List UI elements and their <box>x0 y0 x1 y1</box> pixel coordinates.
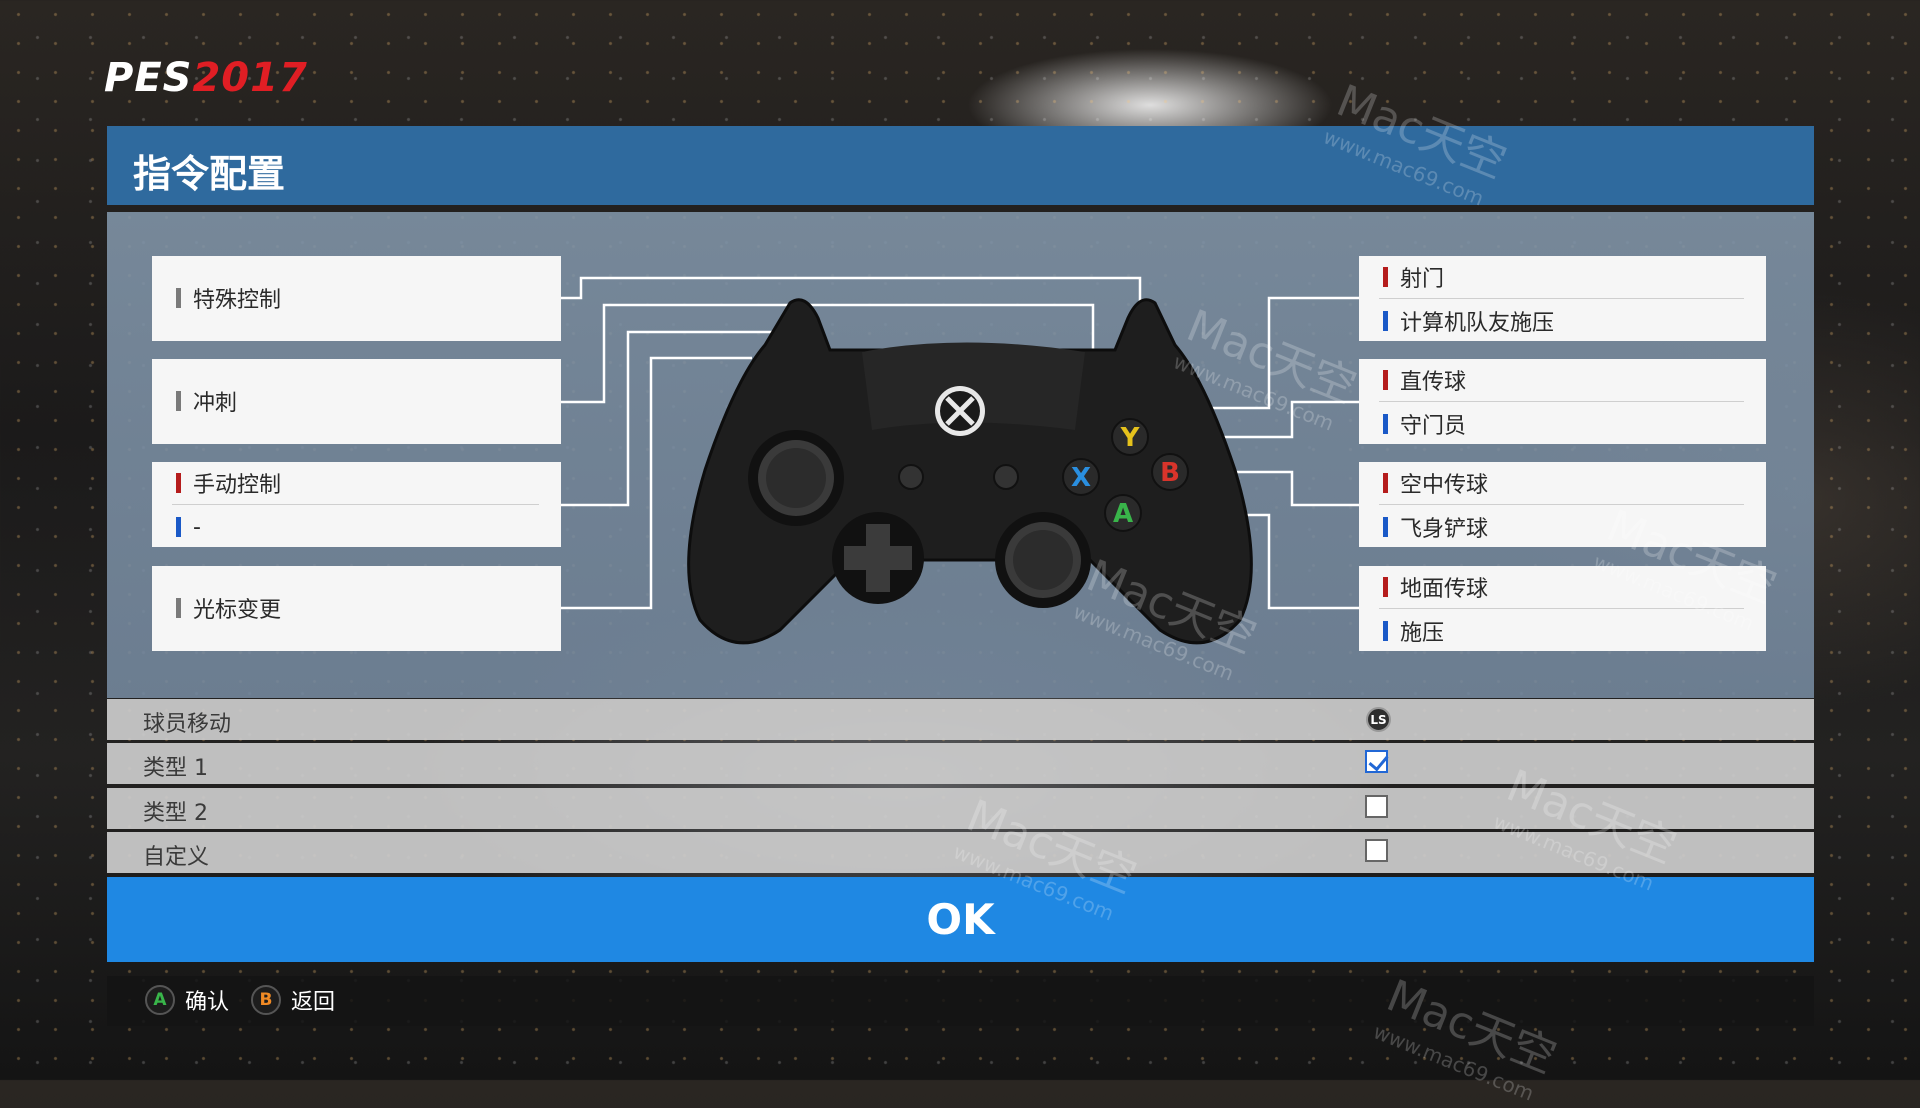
y-button-label: Y <box>1120 423 1141 453</box>
marker-gray <box>176 598 181 618</box>
label-row: 直传球 <box>1383 365 1466 395</box>
marker-red <box>1383 267 1388 287</box>
settings-row-type-2[interactable]: 类型 2 <box>107 788 1814 829</box>
label-row: - <box>176 512 201 542</box>
title-bar: 指令配置 <box>107 126 1814 205</box>
ok-button[interactable]: OK <box>107 877 1814 962</box>
label-row: 射门 <box>1383 262 1444 292</box>
label-text: 计算机队友施压 <box>1400 311 1555 336</box>
marker-blue <box>176 517 181 537</box>
label-row: 特殊控制 <box>176 283 281 313</box>
marker-blue <box>1383 311 1388 331</box>
label-row: 飞身铲球 <box>1383 512 1488 542</box>
marker-blue <box>1383 517 1388 537</box>
divider <box>1379 401 1744 402</box>
left-stick-icon: LS <box>1366 707 1391 732</box>
marker-blue <box>1383 621 1388 641</box>
label-text: 光标变更 <box>193 598 282 623</box>
page-title: 指令配置 <box>133 152 286 196</box>
button-hints-bar: A 确认 B 返回 <box>107 976 1814 1026</box>
logo-text-year: 2017 <box>192 55 308 101</box>
label-row: 冲刺 <box>176 386 237 416</box>
label-row: 施压 <box>1383 616 1444 646</box>
label-text: - <box>193 514 201 540</box>
right-box-shoot: 射门 计算机队友施压 <box>1359 256 1766 341</box>
gamepad-icon <box>687 298 1253 645</box>
label-row: 地面传球 <box>1383 572 1488 602</box>
label-text: 守门员 <box>1400 414 1467 439</box>
right-box-ground-pass: 地面传球 施压 <box>1359 566 1766 651</box>
b-button-label: B <box>1160 458 1180 488</box>
left-box-sprint: 冲刺 <box>152 359 561 444</box>
logo-text-pes: PES <box>104 55 193 101</box>
right-box-lofted-pass: 空中传球 飞身铲球 <box>1359 462 1766 547</box>
player-move-label: 球员移动 <box>143 712 232 737</box>
x-button-label: X <box>1071 463 1091 493</box>
settings-row-custom[interactable]: 自定义 <box>107 832 1814 873</box>
label-text: 冲刺 <box>193 391 238 416</box>
a-button-label: A <box>1113 499 1133 529</box>
controller-diagram: Y X B A <box>687 298 1253 645</box>
option-label: 类型 1 <box>143 756 208 781</box>
label-text: 直传球 <box>1400 370 1467 395</box>
marker-red <box>1383 370 1388 390</box>
right-box-through-pass: 直传球 守门员 <box>1359 359 1766 444</box>
b-button-icon <box>1151 453 1189 491</box>
settings-row-type-1[interactable]: 类型 1 <box>107 743 1814 784</box>
a-button-icon: A <box>145 985 175 1015</box>
custom-checkbox[interactable] <box>1365 839 1388 862</box>
left-box-manual-control: 手动控制 - <box>152 462 561 547</box>
label-row: 计算机队友施压 <box>1383 306 1554 336</box>
divider <box>172 504 539 505</box>
label-text: 特殊控制 <box>193 288 282 313</box>
type-1-checkbox[interactable] <box>1365 750 1388 773</box>
label-row: 手动控制 <box>176 468 281 498</box>
a-button-icon <box>1104 494 1142 532</box>
label-row: 守门员 <box>1383 409 1466 439</box>
label-text: 空中传球 <box>1400 473 1489 498</box>
marker-blue <box>1383 414 1388 434</box>
x-button-icon <box>1062 458 1100 496</box>
label-text: 地面传球 <box>1400 577 1489 602</box>
back-label: 返回 <box>291 990 336 1015</box>
divider <box>1379 608 1744 609</box>
label-row: 空中传球 <box>1383 468 1488 498</box>
confirm-label: 确认 <box>185 990 230 1015</box>
left-box-cursor-change: 光标变更 <box>152 566 561 651</box>
marker-gray <box>176 288 181 308</box>
marker-gray <box>176 391 181 411</box>
option-label: 类型 2 <box>143 801 208 826</box>
divider <box>1379 504 1744 505</box>
label-row: 光标变更 <box>176 593 281 623</box>
option-label: 自定义 <box>143 845 210 870</box>
marker-red <box>176 473 181 493</box>
divider <box>1379 298 1744 299</box>
marker-red <box>1383 473 1388 493</box>
marker-red <box>1383 577 1388 597</box>
label-text: 施压 <box>1400 621 1445 646</box>
confirm-hint[interactable]: A 确认 <box>145 984 229 1016</box>
type-2-checkbox[interactable] <box>1365 795 1388 818</box>
settings-row-player-move: 球员移动 LS <box>107 699 1814 740</box>
label-text: 射门 <box>1400 267 1445 292</box>
b-button-icon: B <box>251 985 281 1015</box>
face-buttons: Y X B A <box>1062 418 1189 532</box>
label-text: 手动控制 <box>193 473 282 498</box>
back-hint[interactable]: B 返回 <box>251 984 335 1016</box>
left-box-special-control: 特殊控制 <box>152 256 561 341</box>
label-text: 飞身铲球 <box>1400 517 1489 542</box>
y-button-icon <box>1111 418 1149 456</box>
